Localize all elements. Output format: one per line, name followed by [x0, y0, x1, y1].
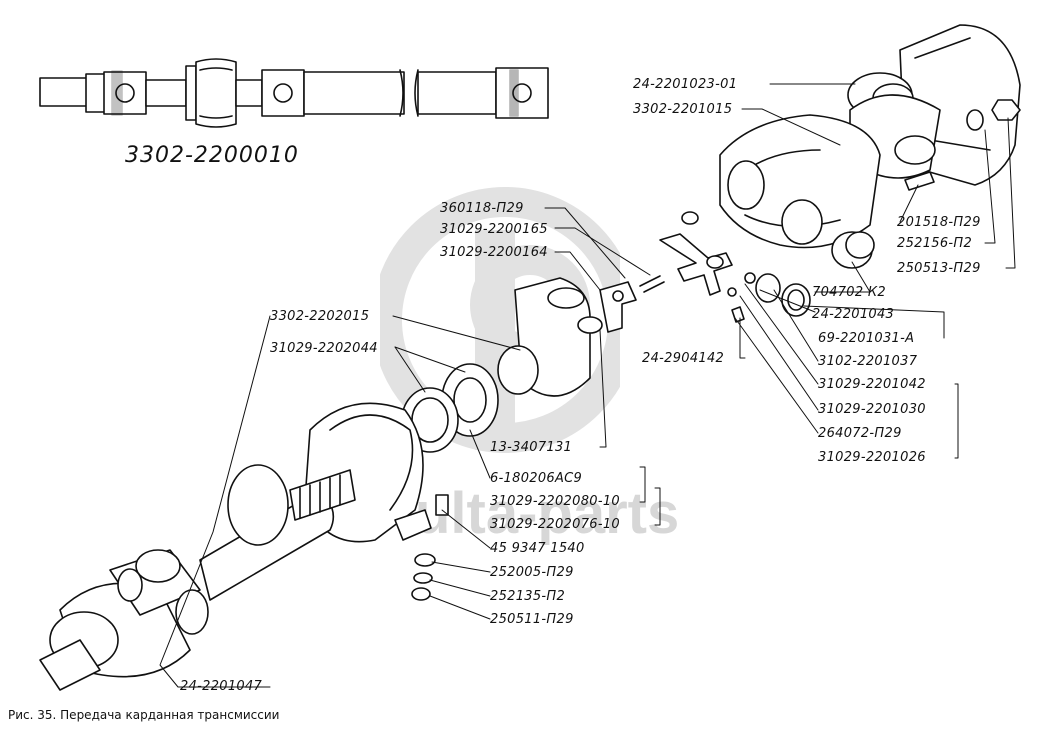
watermark-text: ulta-parts [415, 481, 680, 546]
part-label: 250513-П29 [897, 261, 981, 276]
top-right-yoke-group [719, 24, 1021, 269]
part-label: 31029-2202076-10 [490, 517, 620, 532]
part-label: 360118-П29 [440, 201, 524, 216]
part-label: 6-180206АС9 [490, 471, 583, 486]
intermediate-shaft-group [39, 464, 356, 691]
part-label: 252005-П29 [490, 565, 574, 580]
assembly-number: 3302-2200010 [125, 143, 299, 168]
assembly-overview [39, 58, 549, 128]
part-label: 252156-П2 [897, 236, 973, 251]
part-label: 13-3407131 [490, 440, 573, 455]
part-label: 31029-2201026 [818, 450, 926, 465]
part-label: 24-2201047 [180, 679, 263, 694]
part-label: 69-2201031-А [818, 331, 915, 346]
part-label: 24-2904142 [642, 351, 725, 366]
part-label: 250511-П29 [490, 612, 574, 627]
part-label: 264072-П29 [818, 426, 902, 441]
part-label: 31029-2201030 [818, 402, 926, 417]
figure-caption: Рис. 35. Передача карданная трансмиссии [8, 708, 280, 722]
cross-and-small-parts [599, 211, 811, 333]
part-label: 31029-2202080-10 [490, 494, 620, 509]
part-label: 3302-2201015 [633, 102, 733, 117]
part-label: 31029-2202044 [270, 341, 378, 356]
part-label: 31029-2201042 [818, 377, 926, 392]
part-label: 704702 К2 [812, 285, 886, 300]
part-label: 45 9347 1540 [490, 541, 585, 556]
part-label: 252135-П2 [490, 589, 566, 604]
leader-lines [159, 83, 1016, 688]
part-label: 24-2201043 [812, 307, 895, 322]
part-label: 31029-2200164 [440, 245, 548, 260]
part-label: 3302-2202015 [270, 309, 370, 324]
part-label: 31029-2200165 [440, 222, 548, 237]
part-label: 3102-2201037 [818, 354, 918, 369]
part-label: 24-2201023-01 [633, 77, 738, 92]
part-label: 201518-П29 [897, 215, 981, 230]
